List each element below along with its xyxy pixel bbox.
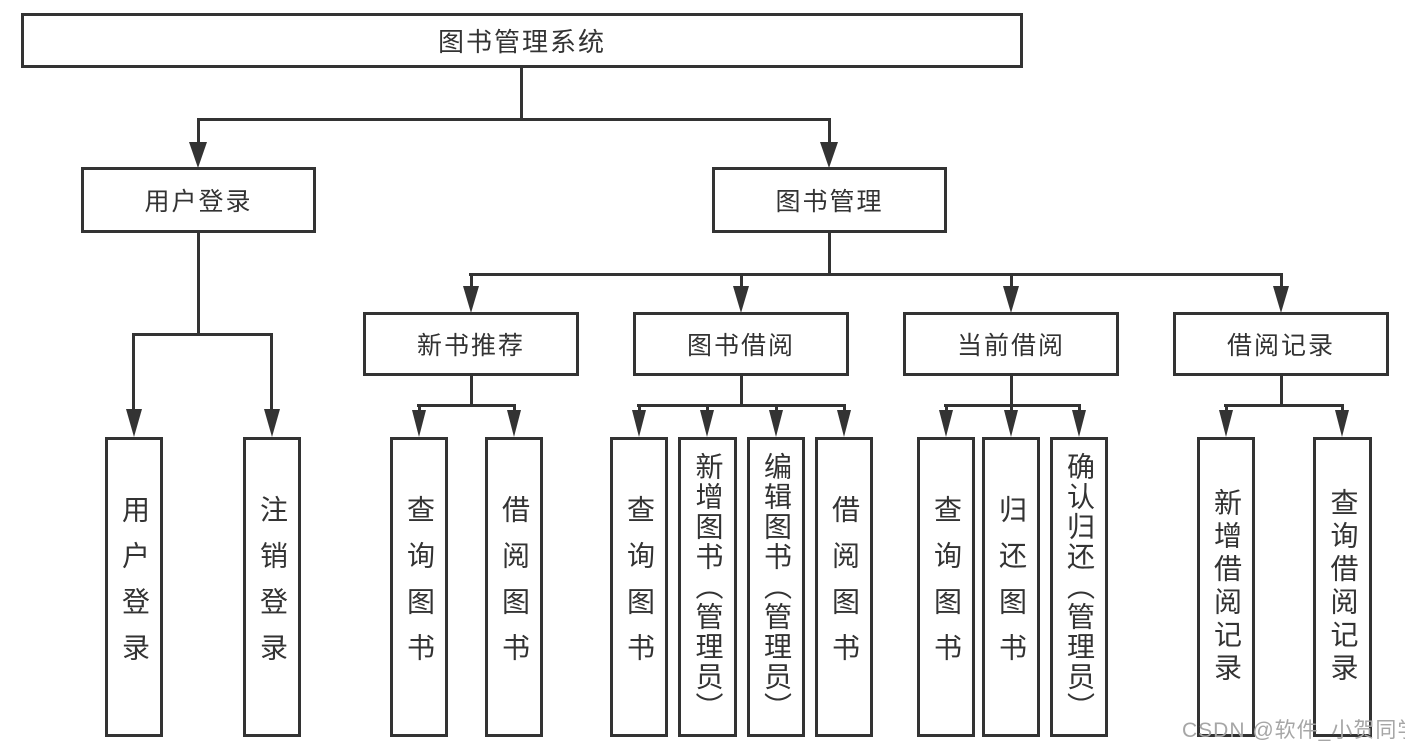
leaf-user-login: 用户登录 bbox=[105, 437, 163, 737]
arrowhead-down-icon bbox=[463, 286, 479, 313]
connector-line bbox=[828, 118, 831, 145]
node-new-book-recommend: 新书推荐 bbox=[363, 312, 579, 376]
arrowhead-down-icon bbox=[264, 409, 280, 437]
connector-line bbox=[1078, 404, 1081, 412]
connector-line bbox=[270, 333, 273, 411]
connector-line bbox=[469, 273, 1283, 276]
connector-line bbox=[1280, 376, 1283, 407]
arrowhead-down-icon bbox=[507, 410, 521, 437]
connector-line bbox=[1225, 404, 1228, 412]
arrowhead-down-icon bbox=[412, 410, 426, 437]
connector-line bbox=[470, 376, 473, 407]
leaf-borrow-query-book: 查询图书 bbox=[610, 437, 668, 737]
arrowhead-down-icon bbox=[126, 409, 142, 437]
connector-line bbox=[638, 404, 641, 412]
connector-line bbox=[637, 404, 846, 407]
node-user-login: 用户登录 bbox=[81, 167, 316, 233]
connector-line bbox=[1280, 273, 1283, 287]
arrowhead-down-icon bbox=[1273, 286, 1289, 313]
connector-line bbox=[775, 404, 778, 412]
leaf-records-query-record: 查询借阅记录 bbox=[1313, 437, 1372, 737]
connector-line bbox=[417, 404, 516, 407]
connector-line bbox=[1010, 273, 1013, 287]
connector-line bbox=[470, 273, 473, 287]
leaf-borrow-borrow-book: 借阅图书 bbox=[815, 437, 873, 737]
connector-line bbox=[1224, 404, 1344, 407]
connector-line bbox=[1010, 376, 1013, 407]
leaf-borrow-edit-book-admin: 编辑图书（管理员） bbox=[747, 437, 805, 737]
arrowhead-down-icon bbox=[769, 410, 783, 437]
arrowhead-down-icon bbox=[1003, 286, 1019, 313]
arrowhead-down-icon bbox=[820, 142, 838, 168]
arrowhead-down-icon bbox=[733, 286, 749, 313]
arrowhead-down-icon bbox=[700, 410, 714, 437]
connector-line bbox=[197, 118, 831, 121]
leaf-records-add-record: 新增借阅记录 bbox=[1197, 437, 1255, 737]
leaf-current-query-book: 查询图书 bbox=[917, 437, 975, 737]
arrowhead-down-icon bbox=[1335, 410, 1349, 437]
connector-line bbox=[944, 404, 1081, 407]
leaf-current-confirm-return-admin: 确认归还（管理员） bbox=[1050, 437, 1108, 737]
connector-line bbox=[843, 404, 846, 412]
connector-line bbox=[1010, 404, 1013, 412]
leaf-recommend-query-book: 查询图书 bbox=[390, 437, 448, 737]
connector-line bbox=[1341, 404, 1344, 412]
node-book-management: 图书管理 bbox=[712, 167, 947, 233]
connector-line bbox=[197, 233, 200, 335]
csdn-watermark: CSDN @软件_小贺同学 bbox=[1182, 719, 1405, 742]
arrowhead-down-icon bbox=[1004, 410, 1018, 437]
connector-line bbox=[418, 404, 421, 412]
node-book-borrow: 图书借阅 bbox=[633, 312, 849, 376]
leaf-borrow-add-book-admin: 新增图书（管理员） bbox=[678, 437, 737, 737]
node-root-library-system: 图书管理系统 bbox=[21, 13, 1023, 68]
connector-line bbox=[740, 376, 743, 407]
arrowhead-down-icon bbox=[1072, 410, 1086, 437]
connector-line bbox=[513, 404, 516, 412]
arrowhead-down-icon bbox=[189, 142, 207, 168]
leaf-logout: 注销登录 bbox=[243, 437, 301, 737]
leaf-recommend-borrow-book: 借阅图书 bbox=[485, 437, 543, 737]
arrowhead-down-icon bbox=[939, 410, 953, 437]
connector-line bbox=[197, 118, 200, 145]
connector-line bbox=[132, 333, 135, 411]
arrowhead-down-icon bbox=[1219, 410, 1233, 437]
connector-line bbox=[740, 273, 743, 287]
connector-line bbox=[132, 333, 273, 336]
connector-line bbox=[828, 233, 831, 275]
connector-line bbox=[520, 68, 523, 120]
node-current-borrow: 当前借阅 bbox=[903, 312, 1119, 376]
arrowhead-down-icon bbox=[837, 410, 851, 437]
connector-line bbox=[706, 404, 709, 412]
node-borrow-records: 借阅记录 bbox=[1173, 312, 1389, 376]
connector-line bbox=[945, 404, 948, 412]
arrowhead-down-icon bbox=[632, 410, 646, 437]
leaf-current-return-book: 归还图书 bbox=[982, 437, 1040, 737]
